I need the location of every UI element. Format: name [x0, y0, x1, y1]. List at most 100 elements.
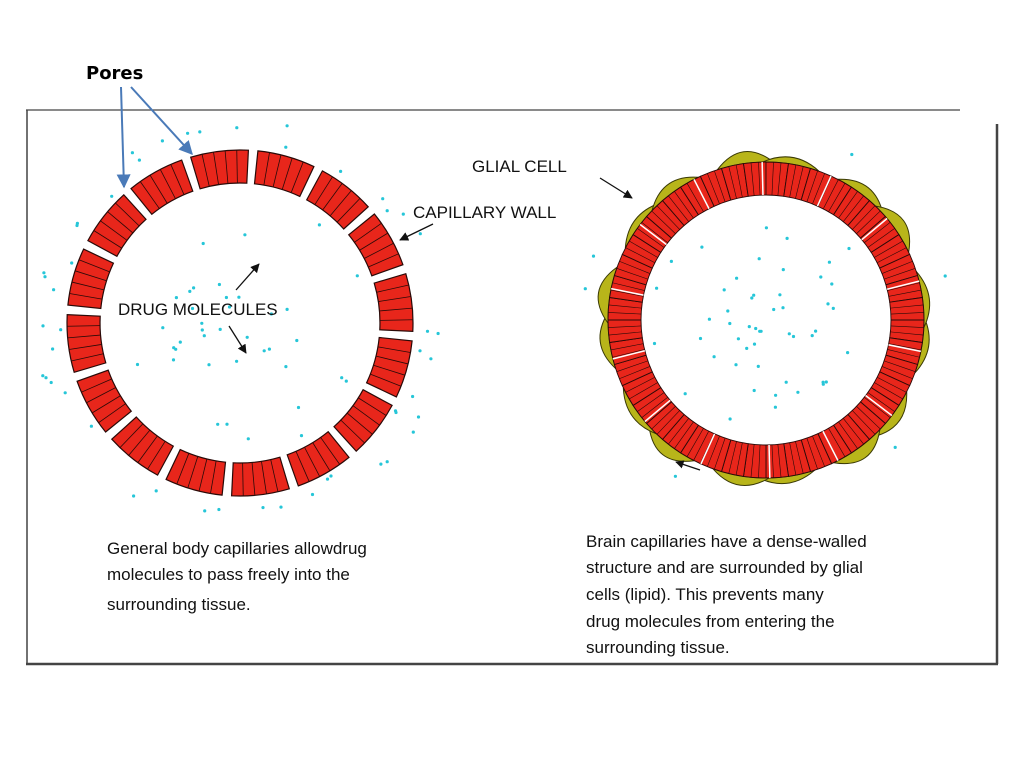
drug-molecule-dot: [425, 329, 430, 333]
right-caption-line: surrounding tissue.: [586, 638, 730, 657]
cell-divider: [838, 421, 858, 449]
drug-molecule-dot: [381, 197, 385, 201]
cell-divider: [812, 173, 826, 205]
cell-divider: [674, 191, 694, 219]
cell-divider: [629, 240, 658, 258]
drug-molecule-dot: [826, 302, 830, 306]
cell-divider: [78, 259, 110, 273]
cell-divider: [686, 183, 704, 212]
drug-molecule-dot: [217, 282, 221, 287]
drug-molecules-label: DRUG MOLECULES: [118, 300, 278, 319]
drug-molecule-dot: [758, 329, 762, 333]
drug-molecule-dot: [188, 289, 192, 293]
drug-molecule-dot: [261, 506, 265, 510]
drug-molecule-dot: [893, 445, 897, 449]
drug-molecule-dot: [132, 494, 136, 498]
cell-divider: [843, 418, 864, 445]
wall-segment: [286, 430, 350, 487]
cell-divider: [312, 442, 331, 472]
cell-divider: [304, 447, 321, 477]
cell-divider: [100, 220, 128, 241]
drug-molecule-dot: [296, 405, 301, 410]
cell-divider: [295, 451, 310, 482]
drug-molecule-dot: [237, 295, 241, 299]
cell-divider: [777, 162, 782, 196]
drug-molecule-dot: [784, 380, 788, 384]
cell-divider: [706, 435, 720, 467]
cell-divider: [201, 154, 210, 187]
drug-molecule-dot: [299, 434, 304, 438]
cell-divider: [261, 461, 267, 495]
general-capillary-wall: [66, 149, 414, 497]
drug-molecule-dot: [814, 329, 818, 333]
cell-divider: [358, 397, 387, 416]
drug-molecule-dot: [203, 509, 207, 513]
cell-divider: [881, 366, 913, 380]
cell-divider: [728, 166, 737, 199]
cell-divider: [610, 343, 644, 351]
cell-divider: [612, 349, 645, 358]
drug-molecule-dot: [110, 194, 114, 198]
drug-molecule-dot: [207, 363, 211, 367]
drug-molecule-dot: [756, 364, 760, 368]
drug-molecule-dot: [698, 336, 703, 341]
drug-molecule-dot: [830, 282, 834, 286]
cell-divider: [322, 183, 343, 211]
cell-divider: [272, 154, 282, 188]
drug-molecule-dot: [778, 293, 782, 297]
cell-divider: [890, 304, 924, 309]
cell-divider: [263, 152, 270, 186]
cell-divider: [706, 173, 720, 205]
drug-molecule-dot: [846, 351, 850, 355]
cell-divider: [888, 289, 922, 297]
drug-molecule-dot: [655, 286, 659, 290]
drug-molecule-dot: [943, 274, 947, 278]
cell-divider: [376, 284, 409, 293]
drug-molecule-dot: [59, 328, 63, 332]
cell-divider: [213, 151, 219, 185]
cell-divider: [242, 462, 244, 496]
cell-junction: [700, 433, 716, 465]
cell-divider: [887, 349, 920, 358]
drug-molecule-dot: [174, 347, 178, 351]
cell-divider: [674, 421, 694, 449]
cell-divider: [789, 164, 797, 198]
drug-molecule-dot: [218, 327, 222, 331]
drug-molecule-dot: [750, 296, 754, 300]
drug-molecule-dot: [201, 241, 205, 246]
cell-divider: [758, 444, 761, 478]
cell-junction: [822, 430, 839, 461]
cell-divider: [98, 403, 126, 424]
cell-divider: [67, 325, 101, 327]
drug-molecule-dot: [344, 379, 348, 383]
cell-divider: [856, 210, 881, 234]
drug-molecule-dot: [89, 424, 93, 428]
wall-segment: [66, 313, 107, 374]
cell-junction: [639, 223, 667, 246]
cell-divider: [281, 157, 293, 190]
drug-molecule-dot: [416, 415, 421, 419]
wall-segment: [253, 150, 315, 198]
cell-junction: [611, 287, 644, 296]
cell-divider: [74, 270, 107, 282]
drug-molecule-dot: [202, 334, 206, 338]
drug-molecule-dot: [192, 286, 196, 290]
wall-segment: [130, 159, 194, 216]
left-caption: General body capillaries allowdrug molec…: [107, 539, 372, 614]
cell-divider: [890, 325, 924, 328]
cell-divider: [149, 174, 168, 204]
drug-molecule-dot: [235, 359, 239, 363]
cell-divider: [888, 343, 922, 351]
cell-divider: [224, 150, 229, 184]
pores-label: Pores: [86, 63, 143, 84]
cell-divider: [251, 462, 256, 496]
brain-capillary-wall: [607, 161, 925, 479]
cell-divider: [608, 331, 642, 336]
cell-divider: [823, 179, 839, 210]
cell-divider: [777, 444, 782, 478]
drug-molecule-dot: [411, 430, 415, 434]
cell-divider: [651, 406, 676, 430]
cell-junction: [865, 394, 893, 417]
drug-molecule-dot: [355, 274, 359, 278]
cell-divider: [128, 429, 151, 456]
